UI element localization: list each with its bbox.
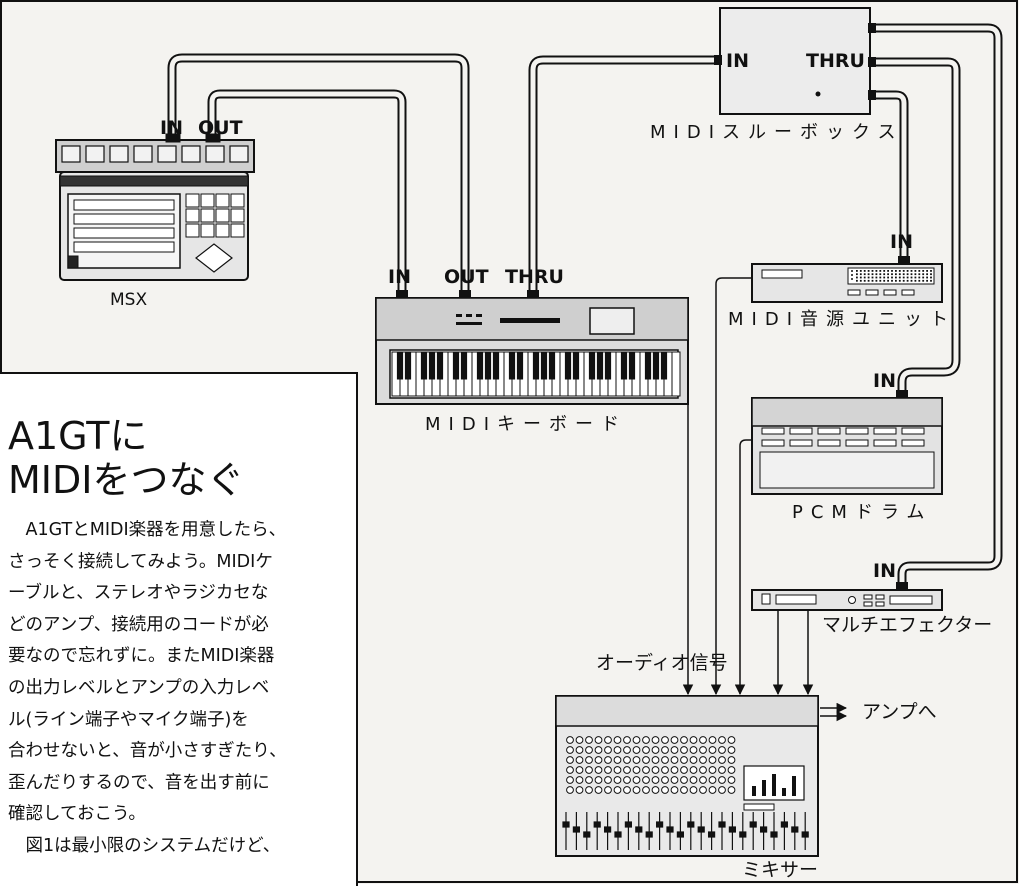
multi-effector-label: マルチエフェクター [822, 614, 993, 636]
to-amp-label: アンプへ [862, 701, 937, 723]
cable-thrubox-to-pcm-drum [869, 57, 961, 399]
thrubox-in-port-label: IN [726, 50, 749, 72]
article-panel: A1GTに MIDIをつなぐ A1GTとMIDI楽器を用意したら、 さっそく接続… [0, 372, 358, 886]
article-title: A1GTに MIDIをつなぐ [8, 414, 244, 502]
msx-computer [55, 133, 255, 281]
audio-lines [682, 277, 848, 722]
sound-unit-in-port-label: IN [890, 231, 913, 253]
midi-sound-unit-label: MIDI音源ユニット [728, 309, 957, 330]
mixer [555, 695, 819, 857]
pcm-drum [751, 390, 943, 495]
msx-label: MSX [110, 290, 148, 310]
midi-thru-box-label: MIDIスルーボックス [650, 122, 904, 143]
pcm-drum-in-port-label: IN [873, 370, 896, 392]
midi-sound-unit [751, 256, 943, 303]
keyboard-out-port-label: OUT [444, 266, 489, 288]
multi-effector-in-port-label: IN [873, 560, 896, 582]
article-body: A1GTとMIDI楽器を用意したら、 さっそく接続してみよう。MIDIケ ーブル… [8, 520, 287, 856]
msx-out-port-label: OUT [198, 117, 243, 139]
midi-keyboard-label: MIDIキーボード [425, 414, 628, 435]
keyboard-in-port-label: IN [388, 266, 411, 288]
article-title-line-2: MIDIをつなぐ [8, 458, 245, 502]
multi-effector [751, 582, 943, 611]
audio-signal-label: オーディオ信号 [596, 652, 728, 674]
cable-thrubox-to-multi-effector [869, 23, 1003, 589]
midi-thru-box [714, 7, 876, 115]
keyboard-thru-port-label: THRU [505, 266, 564, 288]
mixer-label: ミキサー [742, 859, 819, 881]
midi-keyboard [375, 290, 689, 405]
cable-keyboard-thru-to-thrubox-in [528, 55, 721, 297]
pcm-drum-label: PCMドラム [792, 502, 933, 523]
article-title-line-1: A1GTに [8, 414, 148, 458]
msx-in-port-label: IN [160, 117, 183, 139]
thrubox-thru-port-label: THRU [806, 50, 865, 72]
